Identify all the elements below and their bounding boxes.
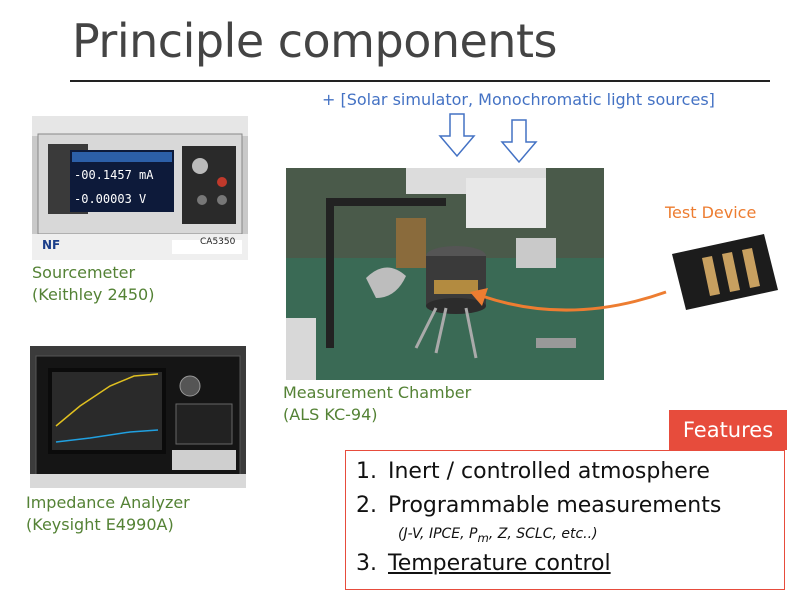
caption-line: (ALS KC-94) <box>283 405 378 424</box>
feature-text: Temperature control <box>388 551 611 576</box>
caption-line: (Keysight E4990A) <box>26 515 174 534</box>
test-device-photo <box>668 232 780 312</box>
slide-title: Principle components <box>72 14 557 68</box>
measurement-types-subscript: m <box>477 530 489 545</box>
impedance-analyzer-photo <box>30 346 246 488</box>
impedance-caption: Impedance Analyzer (Keysight E4990A) <box>26 492 190 536</box>
chamber-caption: Measurement Chamber (ALS KC-94) <box>283 382 471 426</box>
sourcemeter-current-readout: -00.1457 mA <box>74 168 154 182</box>
feature-number: 2. <box>356 493 377 518</box>
down-arrows <box>438 113 538 164</box>
measurement-types-text: , Z, SCLC, etc..) <box>488 526 598 542</box>
caption-line: Impedance Analyzer <box>26 493 190 512</box>
light-sources-note: + [Solar simulator, Monochromatic light … <box>322 90 715 109</box>
caption-line: Measurement Chamber <box>283 383 472 402</box>
feature-number: 1. <box>356 459 377 484</box>
sourcemeter-voltage-readout: -0.00003 V <box>74 192 147 206</box>
down-arrow-icon <box>500 119 538 164</box>
curved-arrow-icon <box>470 288 667 312</box>
title-divider <box>70 80 770 82</box>
test-device-label: Test Device <box>665 203 757 222</box>
measurement-types: (J-V, IPCE, Pm, Z, SCLC, etc..) <box>398 526 598 545</box>
caption-line: (Keithley 2450) <box>32 285 155 304</box>
features-box: 1. Inert / controlled atmosphere 2. Progra… <box>345 450 785 590</box>
feature-number: 3. <box>356 551 377 576</box>
sourcemeter-caption: Sourcemeter (Keithley 2450) <box>32 262 154 306</box>
amplifier-model: CA5350 <box>200 237 236 247</box>
measurement-types-text: (J-V, IPCE, P <box>398 526 478 542</box>
feature-item: 1. Inert / controlled atmosphere <box>356 459 710 484</box>
feature-text: Programmable measurements <box>388 493 722 518</box>
down-arrow-icon <box>438 113 476 158</box>
sourcemeter-photo: -00.1457 mA -0.00003 V NF CA5350 <box>32 116 248 260</box>
features-tag: Features <box>669 410 787 450</box>
feature-item: 2. Programmable measurements <box>356 493 721 518</box>
measurement-chamber-photo <box>286 168 604 380</box>
feature-item: 3. Temperature control <box>356 551 611 576</box>
amplifier-brand: NF <box>42 238 61 252</box>
feature-text: Inert / controlled atmosphere <box>388 459 710 484</box>
caption-line: Sourcemeter <box>32 263 136 282</box>
